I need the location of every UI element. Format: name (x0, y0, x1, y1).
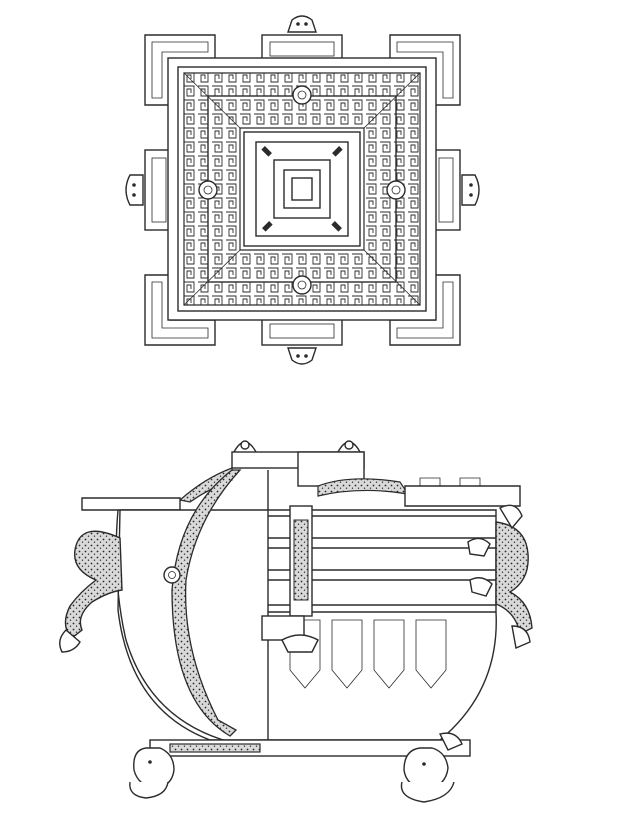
plan-view-svg (125, 15, 480, 365)
animal-head-handle-bottom (287, 347, 317, 365)
animal-foot-right (400, 732, 463, 803)
animal-head-handle-right (461, 174, 480, 206)
lid-ring-handles (233, 440, 361, 453)
lid (81, 451, 521, 511)
section-elevation-drawing (0, 430, 629, 832)
mid-flange-bottom (261, 316, 343, 346)
vessel-inner-rim (177, 66, 427, 312)
dragon-handle-right (467, 504, 533, 649)
vessel-base (149, 739, 471, 757)
animal-head-handle-top (287, 15, 317, 33)
central-mouth (243, 131, 361, 247)
animal-head-handle-left (125, 174, 144, 206)
dragon-handle-left (59, 530, 123, 653)
elevation-svg (59, 440, 533, 803)
animal-foot-left (129, 747, 175, 799)
plan-view-drawing (0, 0, 629, 380)
fret-pattern-field (183, 72, 421, 306)
ring-bosses (198, 85, 406, 295)
central-spindle (261, 505, 319, 653)
